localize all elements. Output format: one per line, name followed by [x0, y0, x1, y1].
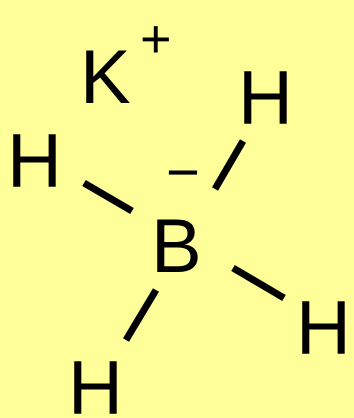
- hydrogen-atom-label-lower-right: H: [296, 286, 351, 371]
- boron-atom-label: B: [151, 204, 202, 289]
- boron-charge-label: −: [166, 140, 200, 205]
- hydrogen-atom-label-upper-left: H: [7, 119, 62, 204]
- bond-b-h-lower-right: [231, 264, 286, 302]
- potassium-atom-label: K: [80, 35, 131, 120]
- hydrogen-atom-label-upper-right: H: [238, 56, 293, 141]
- potassium-charge-label: +: [140, 9, 172, 69]
- bond-b-h-lower-left: [122, 288, 160, 342]
- bond-b-h-upper-right: [211, 139, 247, 191]
- bond-b-h-upper-left: [82, 179, 134, 215]
- hydrogen-atom-label-lower-left: H: [68, 346, 123, 418]
